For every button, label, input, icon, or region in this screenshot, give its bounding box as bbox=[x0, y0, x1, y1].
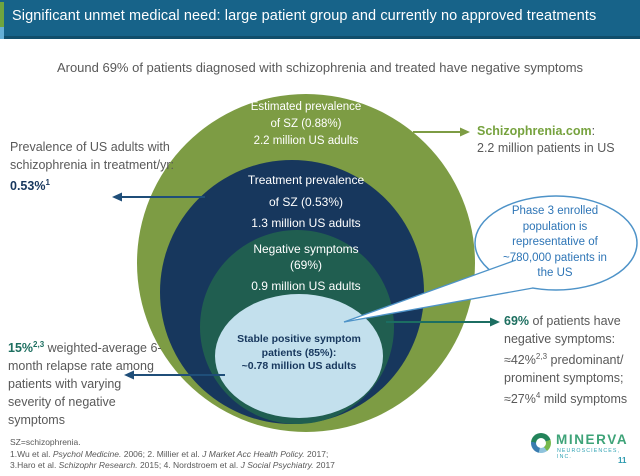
minerva-logo: MINERVA NEUROSCIENCES, INC. bbox=[531, 431, 631, 461]
schizophrenia-com-colon: : bbox=[591, 124, 596, 138]
note-relapse-sup: 2,3 bbox=[33, 340, 45, 349]
label-negative-symptoms: Negative symptoms (69%) 0.9 million US a… bbox=[251, 242, 361, 293]
note-relapse-text: weighted-average 6-month relapse rate am… bbox=[8, 341, 162, 428]
phase3-bubble-text: Phase 3 enrolled population is represent… bbox=[503, 205, 607, 279]
note-schizophrenia-com: Schizophrenia.com: 2.2 million patients … bbox=[477, 123, 637, 157]
label-treatment-prevalence: Treatment prevalence of SZ (0.53%) 1.3 m… bbox=[247, 173, 365, 230]
minerva-swirl-icon bbox=[531, 433, 551, 453]
note-prevalence-value: 0.53% bbox=[10, 179, 46, 194]
schizophrenia-com-label: Schizophrenia.com bbox=[477, 124, 592, 138]
title-bar: Significant unmet medical need: large pa… bbox=[0, 0, 640, 39]
arrow-negative-stats bbox=[386, 317, 500, 327]
arrow-relapse bbox=[124, 370, 225, 380]
minerva-logo-name: MINERVA bbox=[556, 432, 629, 447]
label-stable-positive: Stable positive symptom patients (85%): … bbox=[237, 333, 361, 372]
label-estimated-prevalence: Estimated prevalence of SZ (0.88%) 2.2 m… bbox=[250, 101, 362, 147]
footnote-abbreviation: SZ=schizophrenia. bbox=[10, 437, 81, 447]
arrow-prevalence bbox=[112, 192, 205, 202]
note-negative-stats: 69% of patients have negative symptoms: … bbox=[504, 314, 628, 407]
phase3-speech-bubble bbox=[343, 195, 638, 323]
title-accent-blue bbox=[0, 27, 4, 39]
title-accent-green bbox=[0, 2, 4, 27]
schizophrenia-com-line2: 2.2 million patients in US bbox=[477, 141, 615, 155]
slide-subtitle: Around 69% of patients diagnosed with sc… bbox=[56, 60, 584, 75]
note-relapse: 15%2,3 weighted-average 6-month relapse … bbox=[8, 336, 164, 429]
note-relapse-value: 15% bbox=[8, 341, 34, 356]
footnote-references-2: 3.Haro et al. Schizophr Research. 2015; … bbox=[10, 460, 335, 470]
footnote-references-1: 1.Wu et al. Psychol Medicine. 2006; 2. M… bbox=[10, 449, 329, 459]
minerva-logo-subtext: NEUROSCIENCES, INC. bbox=[557, 448, 621, 460]
page-title: Significant unmet medical need: large pa… bbox=[12, 8, 597, 24]
arrow-schizophrenia-com bbox=[413, 127, 470, 137]
ring-stable-positive bbox=[215, 294, 383, 418]
note-prevalence: Prevalence of US adults with schizophren… bbox=[10, 138, 178, 195]
negative-stats-value: 69% bbox=[504, 314, 530, 328]
note-prevalence-sup: 1 bbox=[45, 178, 50, 187]
page-number: 11 bbox=[618, 456, 627, 465]
note-prevalence-text: Prevalence of US adults with schizophren… bbox=[10, 140, 174, 172]
